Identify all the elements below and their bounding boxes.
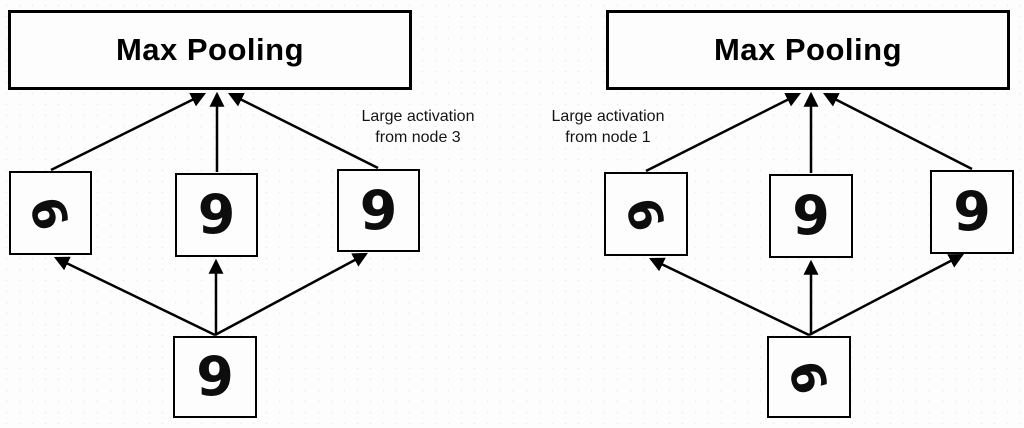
right-bottom-node-digit: 9 [778,354,840,400]
left-bottom-node: 9 [173,336,257,418]
right-max-pooling-box: Max Pooling [606,10,1010,90]
arrow-right3-node-to-pool [822,92,973,171]
right-node-1: 9 [604,172,688,256]
right-annotation-line2: from node 1 [565,129,651,146]
left-node-2: 9 [175,173,258,257]
right-node-3: 9 [930,170,1014,254]
left-max-pooling-box: Max Pooling [8,10,412,90]
left-node-1-digit: 9 [20,190,81,236]
left-bottom-node-digit: 9 [196,345,234,408]
left-node-3-digit: 9 [359,178,398,242]
left-annotation-line1: Large activation [361,108,475,125]
arrow-left-bottom-to-node3 [214,252,368,337]
arrow-left-bottom-to-node1 [53,256,216,337]
right-node-2: 9 [769,174,853,258]
arrow-right-bottom-to-node3 [808,253,964,337]
left-node-1: 9 [9,171,92,255]
right-bottom-node: 9 [767,336,851,418]
right-max-pooling-title: Max Pooling [713,32,903,67]
right-node-1-digit: 9 [615,191,677,237]
left-annotation: Large activation from node 3 [338,106,498,148]
arrow-left1-node-to-pool [50,92,207,172]
left-annotation-line2: from node 3 [375,129,461,146]
left-node-3: 9 [337,169,420,252]
left-node-2-digit: 9 [197,183,236,246]
right-node-2-digit: 9 [792,184,830,247]
arrow-right-bottom-to-node1 [648,257,810,337]
right-node-3-digit: 9 [953,180,991,243]
left-max-pooling-title: Max Pooling [115,32,305,67]
right-annotation: Large activation from node 1 [528,106,688,148]
right-annotation-line1: Large activation [551,108,665,125]
